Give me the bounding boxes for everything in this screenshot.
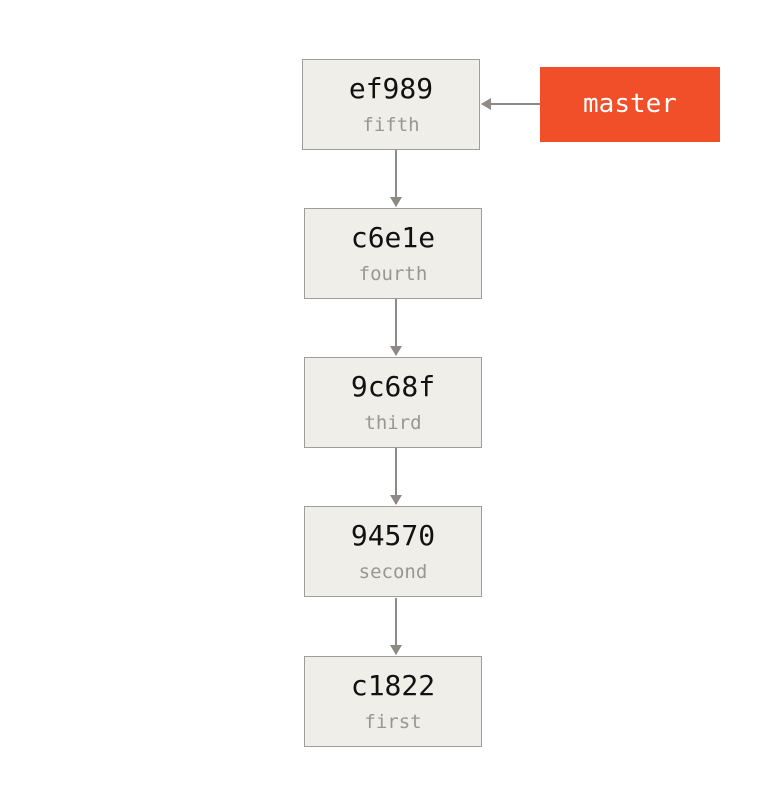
branch-master: master: [540, 67, 720, 142]
commit-c1822: c1822 first: [304, 656, 482, 747]
commit-message: fifth: [362, 114, 420, 136]
commit-message: third: [364, 412, 422, 434]
commit-hash: c1822: [350, 669, 436, 702]
commit-message: second: [358, 561, 428, 583]
commit-hash: 94570: [350, 519, 436, 552]
commit-message: first: [364, 711, 422, 733]
commit-94570: 94570 second: [304, 506, 482, 597]
commit-9c68f: 9c68f third: [304, 357, 482, 448]
commit-c6e1e: c6e1e fourth: [304, 208, 482, 299]
commit-message: fourth: [358, 263, 428, 285]
commit-hash: c6e1e: [350, 221, 436, 254]
commit-hash: ef989: [348, 72, 434, 105]
commit-ef989: ef989 fifth: [302, 59, 480, 150]
commit-hash: 9c68f: [350, 370, 436, 403]
